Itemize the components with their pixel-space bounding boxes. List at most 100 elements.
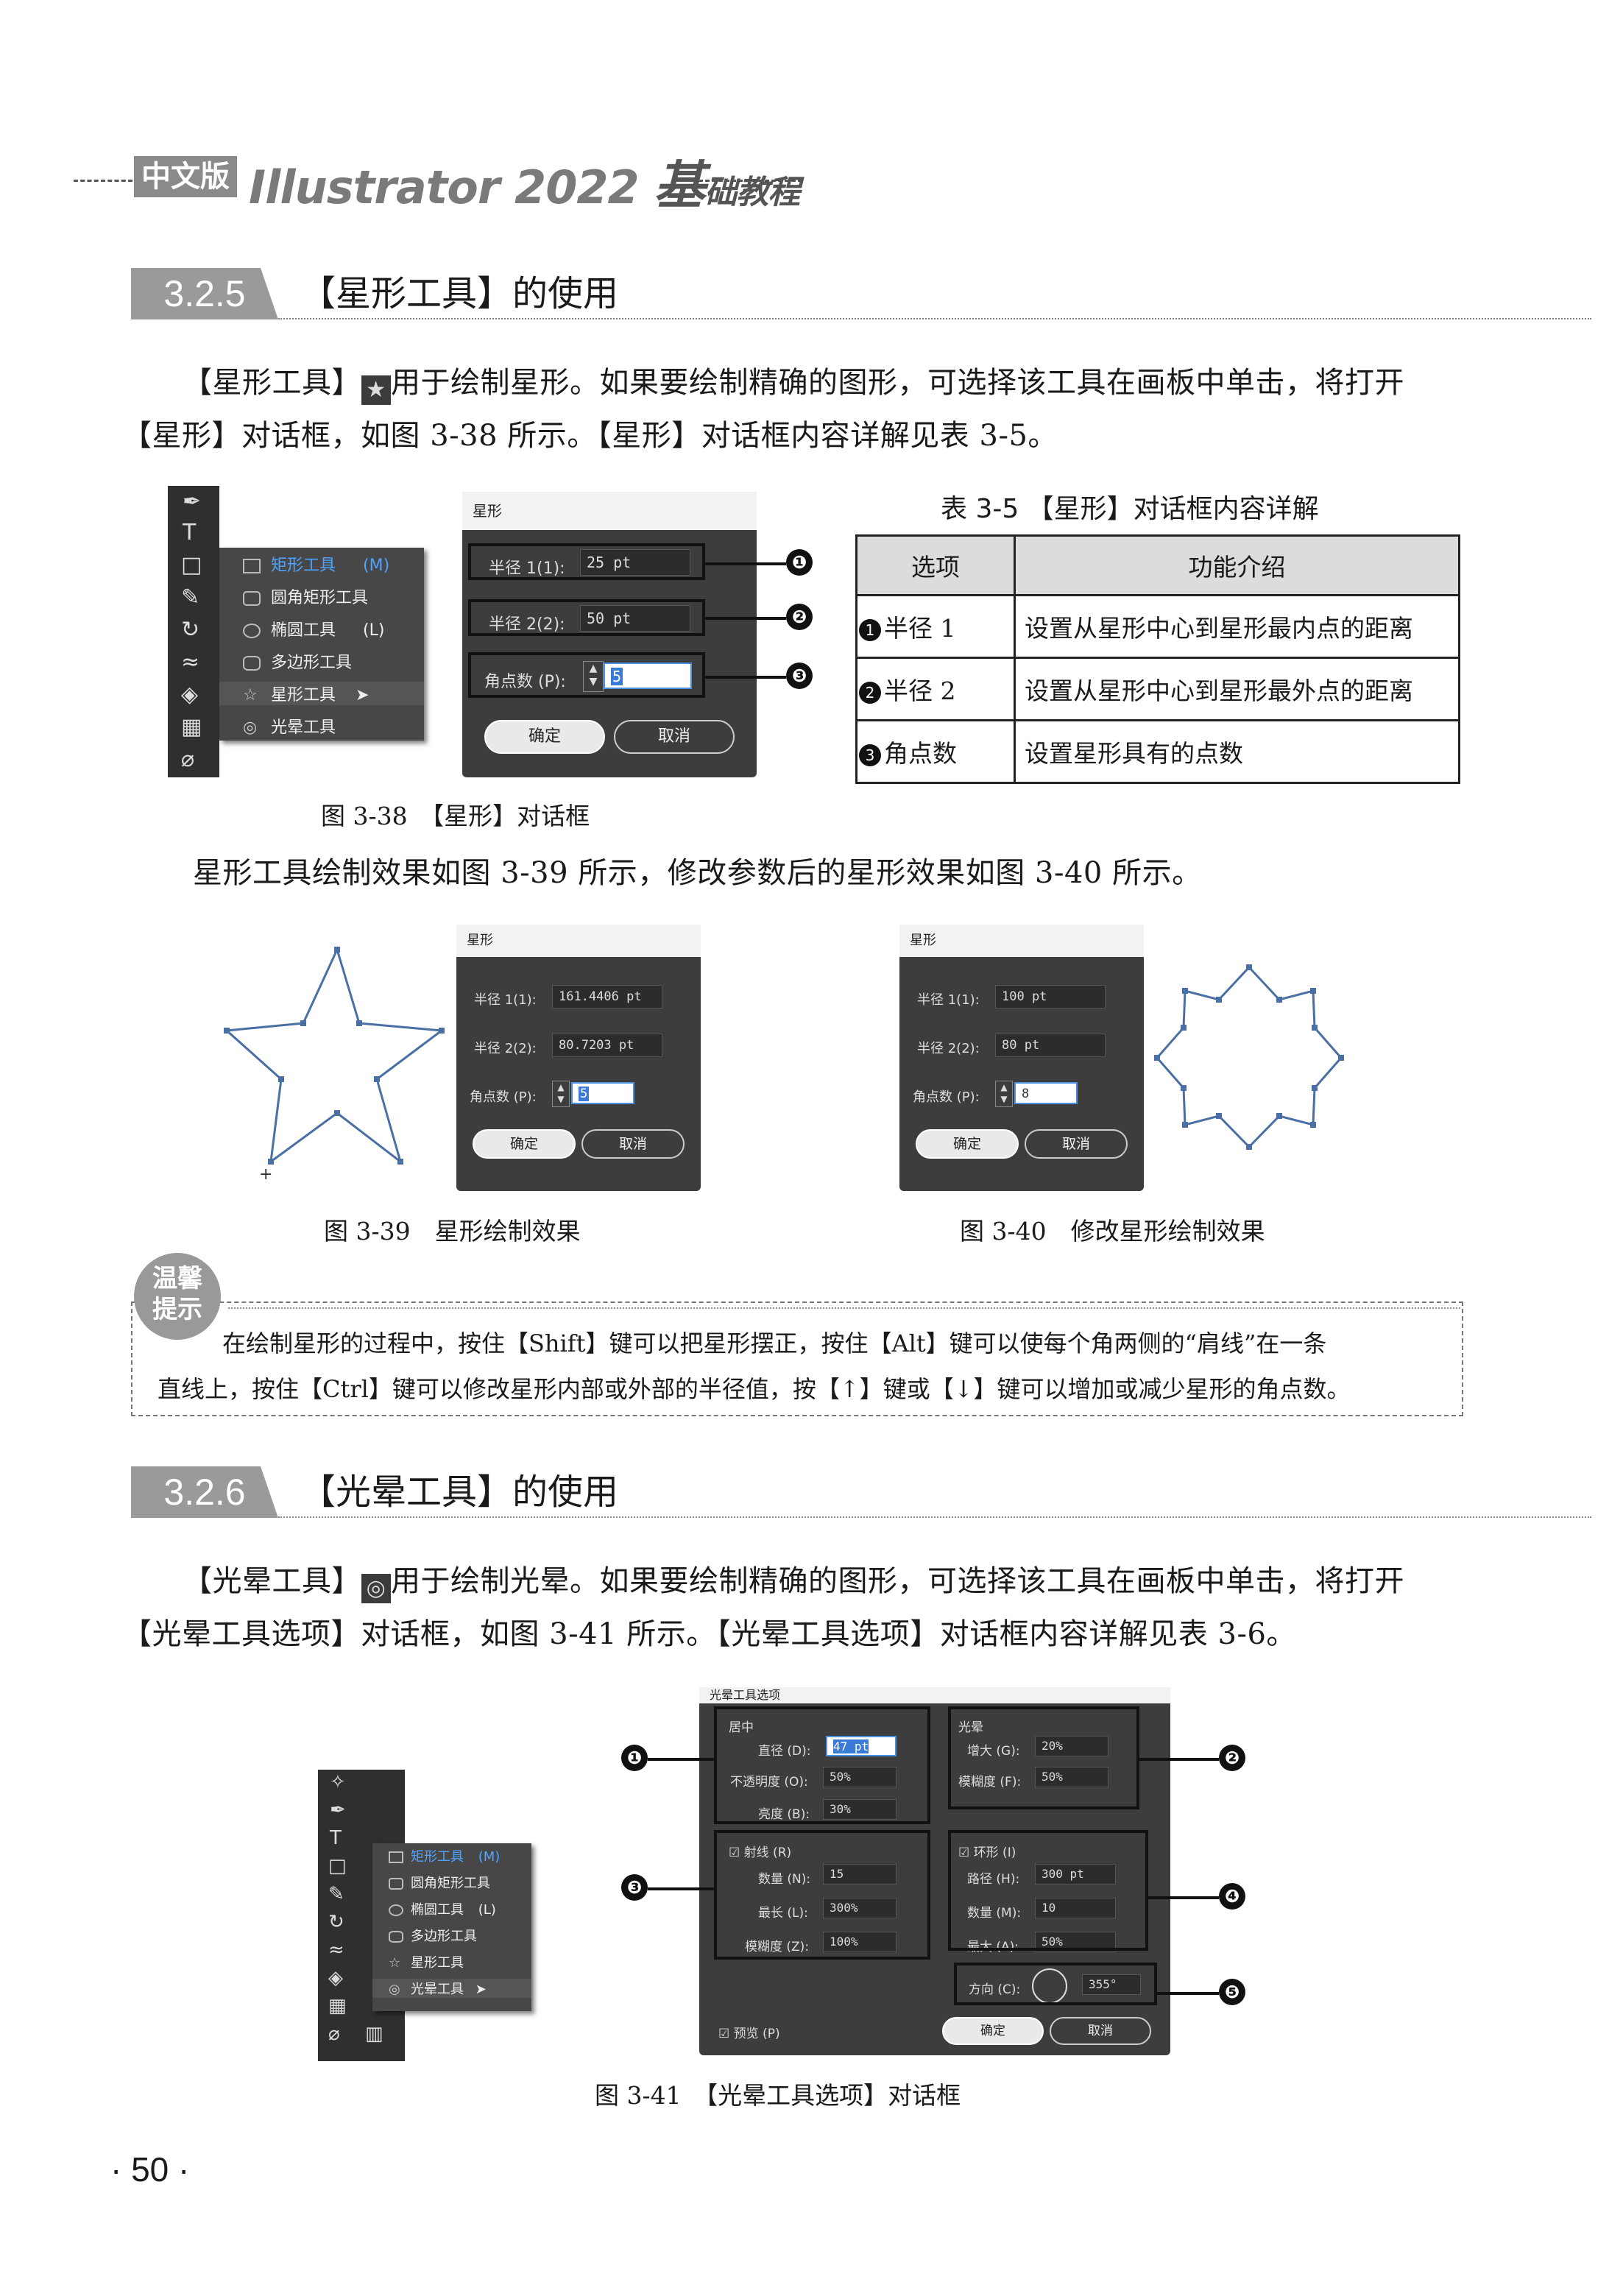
warp-tool-icon[interactable]: ≈	[328, 1939, 344, 1961]
dialog-title: 星形	[462, 492, 757, 530]
brush-tool-icon[interactable]: ✎	[181, 584, 200, 610]
ok-button[interactable]: 确定	[942, 2017, 1044, 2045]
cancel-button[interactable]: 取消	[1050, 2017, 1151, 2045]
rotate-tool-icon[interactable]: ↻	[181, 617, 200, 643]
mesh-tool-icon[interactable]: ▦	[181, 714, 202, 740]
header-title: Illustrator 2022 基础教程	[249, 144, 800, 219]
preview-checkbox[interactable]: ☑ 预览 (P)	[718, 2027, 780, 2041]
ok-button[interactable]: 确定	[916, 1129, 1019, 1159]
polygon-icon	[243, 656, 261, 671]
rays-number-input[interactable]: 15	[823, 1864, 897, 1885]
text-fragment: 【星形工具】	[183, 366, 361, 400]
points-stepper-icon[interactable]: ▲▼	[552, 1081, 570, 1107]
menu-item-shortcut: (L)	[363, 621, 385, 640]
table-cell-desc: 设置星形具有的点数	[1014, 719, 1460, 784]
warp-tool-icon[interactable]: ≈	[181, 649, 200, 675]
rays-number-label: 数量 (N):	[758, 1872, 811, 1887]
radius2-input[interactable]: 80.7203 pt	[552, 1034, 662, 1057]
rotate-tool-icon[interactable]: ↻	[328, 1911, 344, 1933]
shape-tool-flyout-menu: 矩形工具 (M) 圆角矩形工具 椭圆工具 (L) 多边形工具 ☆星形工具 ➤ ◎…	[219, 548, 424, 741]
rectangle-tool-icon[interactable]: □	[181, 552, 202, 578]
points-input[interactable]: 5	[604, 663, 692, 689]
cancel-button[interactable]: 取消	[1025, 1129, 1128, 1159]
cancel-button[interactable]: 取消	[614, 720, 735, 754]
radius1-input[interactable]: 161.4406 pt	[552, 985, 662, 1009]
star-path	[1156, 965, 1343, 1149]
rings-group-heading[interactable]: ☑ 环形 (I)	[958, 1845, 1016, 1860]
figure-caption-339: 图 3-39 星形绘制效果	[324, 1217, 581, 1246]
halo-group-heading: 光晕	[958, 1720, 983, 1735]
menu-item-polygon[interactable]: 多边形工具	[219, 649, 424, 673]
rings-path-input[interactable]: 300 pt	[1035, 1864, 1116, 1885]
callout-line-3	[648, 1887, 714, 1890]
menu-item-rounded-rectangle[interactable]: 圆角矩形工具	[372, 1873, 531, 1892]
growth-input[interactable]: 20%	[1035, 1736, 1108, 1756]
figure-caption-341: 图 3-41 【光晕工具选项】对话框	[595, 2081, 961, 2110]
type-tool-icon[interactable]: T	[183, 520, 197, 545]
points-stepper-icon[interactable]: ▲▼	[583, 661, 604, 692]
brightness-label: 亮度 (B):	[758, 1807, 810, 1822]
callout-number-3: ❸	[621, 1874, 648, 1901]
menu-item-label: 椭圆工具	[271, 621, 336, 640]
menu-item-star[interactable]: ☆星形工具 ➤	[219, 682, 424, 705]
cursor-arrow-icon: ➤	[475, 1982, 487, 1997]
menu-item-flare[interactable]: ◎光晕工具	[219, 714, 424, 738]
menu-item-flare[interactable]: ◎光晕工具 ➤	[372, 1979, 531, 1998]
flare-options-dialog: 光晕工具选项 居中 直径 (D): 47 pt 不透明度 (O): 50% 亮度…	[699, 1687, 1170, 2055]
growth-label: 增大 (G):	[967, 1744, 1020, 1759]
menu-item-rectangle[interactable]: 矩形工具 (M)	[372, 1846, 531, 1865]
figure-caption-338: 图 3-38 【星形】对话框	[321, 802, 590, 830]
halo-fuzz-input[interactable]: 50%	[1035, 1767, 1108, 1787]
shape-builder-icon[interactable]: ◈	[181, 682, 199, 707]
points-input[interactable]: 8	[1014, 1082, 1078, 1104]
cancel-button[interactable]: 取消	[581, 1129, 685, 1159]
menu-item-rounded-rectangle[interactable]: 圆角矩形工具	[219, 584, 424, 608]
diameter-input[interactable]: 47 pt	[826, 1736, 897, 1756]
rays-group-heading[interactable]: ☑ 射线 (R)	[729, 1845, 792, 1860]
menu-item-ellipse[interactable]: 椭圆工具 (L)	[372, 1899, 531, 1918]
direction-input[interactable]: 355°	[1082, 1974, 1141, 1995]
paragraph-3-line-1: 【光晕工具】◎用于绘制光晕。如果要绘制精确的图形，可选择该工具在画板中单击，将打…	[183, 1555, 1404, 1608]
pen-tool-icon[interactable]: ✒	[330, 1799, 346, 1821]
ok-button[interactable]: 确定	[473, 1129, 576, 1159]
shape-builder-icon[interactable]: ◈	[328, 1967, 343, 1989]
flare-tool-icon: ◎	[361, 1574, 391, 1603]
rings-number-input[interactable]: 10	[1035, 1898, 1116, 1918]
points-input[interactable]: 5	[571, 1082, 634, 1104]
callout-line-4	[1148, 1896, 1219, 1899]
dialog-title: 星形	[456, 925, 701, 957]
type-tool-icon[interactable]: T	[330, 1827, 342, 1849]
radius2-input[interactable]: 80 pt	[995, 1034, 1106, 1057]
mesh-tool-icon[interactable]: ▦	[328, 1995, 347, 2017]
radius1-input[interactable]: 100 pt	[995, 985, 1106, 1009]
radius2-label: 半径 2(2):	[489, 615, 565, 634]
header-dash-right	[692, 180, 802, 182]
radius1-input[interactable]: 25 pt	[580, 549, 690, 576]
menu-item-label: 星形工具	[411, 1955, 464, 1971]
radius2-label: 半径 2(2):	[917, 1041, 980, 1056]
menu-item-polygon[interactable]: 多边形工具	[372, 1926, 531, 1945]
callout-number-1: ❶	[621, 1745, 648, 1771]
menu-item-rectangle[interactable]: 矩形工具 (M)	[219, 552, 424, 576]
callout-box-rings	[948, 1830, 1148, 1951]
menu-item-ellipse[interactable]: 椭圆工具 (L)	[219, 617, 424, 640]
pen-tool-icon[interactable]: ✒	[183, 489, 202, 515]
ok-button[interactable]: 确定	[484, 720, 605, 754]
rays-longest-input[interactable]: 300%	[823, 1898, 897, 1918]
magic-wand-icon[interactable]: ✧	[330, 1771, 346, 1793]
menu-item-star[interactable]: ☆星形工具	[372, 1952, 531, 1971]
brush-tool-icon[interactable]: ✎	[328, 1883, 344, 1905]
brightness-input[interactable]: 30%	[823, 1799, 897, 1820]
paragraph-1-line-2: 【星形】对话框，如图 3-38 所示。【星形】对话框内容详解见表 3-5。	[122, 419, 1058, 453]
rays-fuzz-input[interactable]: 100%	[823, 1932, 897, 1952]
eyedropper-icon[interactable]: ⌀	[328, 2023, 340, 2045]
eyedropper-icon[interactable]: ⌀	[181, 746, 195, 772]
text-fragment: 用于绘制光晕。如果要绘制精确的图形，可选择该工具在画板中单击，将打开	[391, 1564, 1404, 1598]
rectangle-tool-icon[interactable]: □	[328, 1855, 347, 1877]
opacity-input[interactable]: 50%	[823, 1767, 897, 1787]
graph-tool-icon[interactable]: ▥	[365, 2023, 383, 2045]
radius1-label: 半径 1(1):	[474, 992, 537, 1008]
section-number: 3.2.5	[131, 268, 278, 319]
points-stepper-icon[interactable]: ▲▼	[995, 1081, 1013, 1107]
radius2-input[interactable]: 50 pt	[580, 605, 690, 632]
